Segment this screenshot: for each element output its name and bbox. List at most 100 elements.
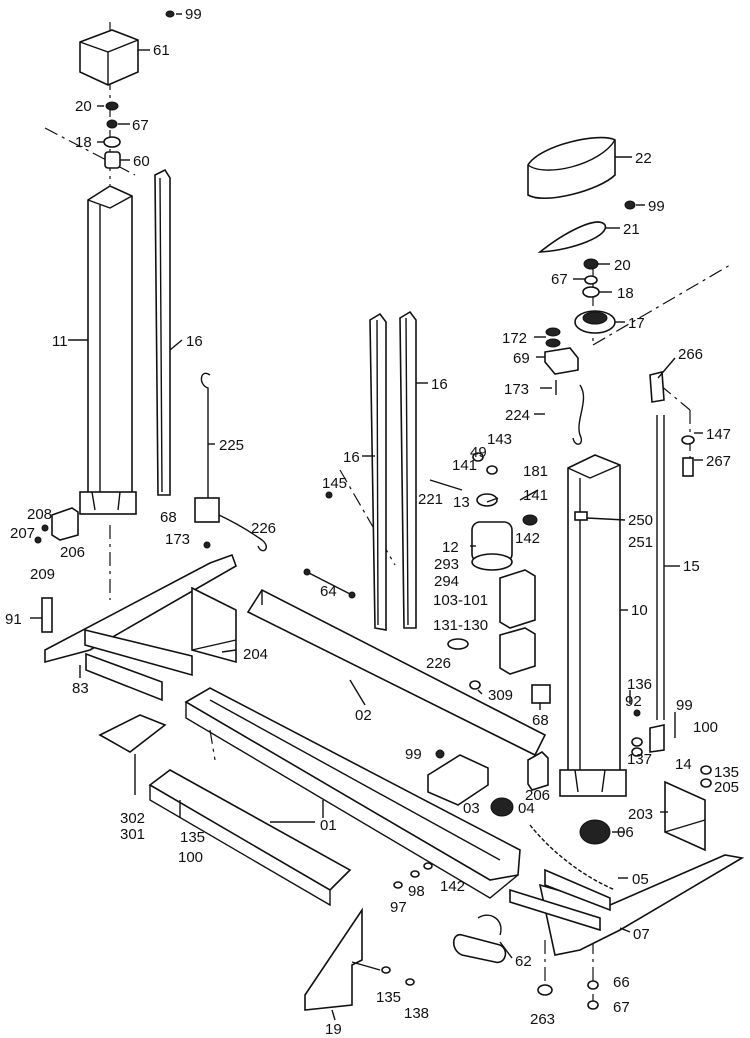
label-67: 67 <box>132 117 149 134</box>
part-10-column <box>559 454 627 797</box>
label-294: 294 <box>434 573 459 590</box>
label-01: 01 <box>320 817 337 834</box>
label-68: 68 <box>532 712 549 729</box>
part-06-sprocket <box>579 819 611 845</box>
label-309: 309 <box>488 687 513 704</box>
label-05: 05 <box>632 871 649 888</box>
parts-172-69-bracket <box>544 327 585 445</box>
label-21: 21 <box>623 221 640 238</box>
part-64-rod <box>303 568 356 599</box>
part-225-cable <box>194 372 267 552</box>
label-135: 135 <box>376 989 401 1006</box>
part-11-column <box>79 185 137 515</box>
part-83-arm <box>41 553 237 702</box>
label-301: 301 <box>120 826 145 843</box>
label-03: 03 <box>463 800 480 817</box>
parts-206-207-left-bracket <box>34 507 79 544</box>
label-204: 204 <box>243 646 268 663</box>
label-173: 173 <box>504 381 529 398</box>
part-62-chain-link <box>452 914 507 964</box>
label-226: 226 <box>251 520 276 537</box>
label-206: 206 <box>60 544 85 561</box>
label-267: 267 <box>706 453 731 470</box>
part-206-right-bracket <box>527 751 549 791</box>
label-266: 266 <box>678 346 703 363</box>
label-16: 16 <box>343 449 360 466</box>
label-263: 263 <box>530 1011 555 1028</box>
label-91: 91 <box>5 611 22 628</box>
label-10: 10 <box>631 602 648 619</box>
label-62: 62 <box>515 953 532 970</box>
label-203: 203 <box>628 806 653 823</box>
label-141: 141 <box>523 487 548 504</box>
label-173: 173 <box>165 531 190 548</box>
part-61-cap <box>79 29 139 86</box>
label-22: 22 <box>635 150 652 167</box>
label-206: 206 <box>525 787 550 804</box>
label-04: 04 <box>518 800 535 817</box>
part-135-channel <box>148 769 352 907</box>
part-04-gear <box>490 797 514 817</box>
part-01-base-frame <box>184 687 521 899</box>
label-181: 181 <box>523 463 548 480</box>
label-17: 17 <box>628 315 645 332</box>
label-100: 100 <box>693 719 718 736</box>
label-99: 99 <box>185 6 202 23</box>
label-13: 13 <box>453 494 470 511</box>
label-66: 66 <box>613 974 630 991</box>
label-67: 67 <box>551 271 568 288</box>
label-64: 64 <box>320 583 337 600</box>
label-302: 302 <box>120 810 145 827</box>
label-67: 67 <box>613 999 630 1016</box>
label-83: 83 <box>72 680 89 697</box>
part-05-chain <box>529 824 616 891</box>
washers-small-left <box>103 10 175 169</box>
label-131-130: 131-130 <box>433 617 488 634</box>
label-11: 11 <box>52 333 68 350</box>
part-15-strap <box>649 370 695 753</box>
part-labels: 99 61 20 67 18 60 22 99 21 20 67 18 17 1… <box>5 6 739 1038</box>
part-204-plate <box>191 586 237 664</box>
part-07-arm <box>509 854 745 956</box>
label-49: 49 <box>470 444 487 461</box>
label-99: 99 <box>676 697 693 714</box>
label-61: 61 <box>153 42 170 59</box>
label-18: 18 <box>75 134 92 151</box>
leader-lines <box>30 13 703 1021</box>
label-98: 98 <box>408 883 425 900</box>
label-16: 16 <box>186 333 203 350</box>
label-19: 19 <box>325 1021 342 1038</box>
part-16-channel-left <box>154 168 171 496</box>
label-16: 16 <box>431 376 448 393</box>
label-07: 07 <box>633 926 650 943</box>
label-147: 147 <box>706 426 731 443</box>
part-12-motor <box>429 452 538 571</box>
label-137: 137 <box>627 751 652 768</box>
label-69: 69 <box>513 350 530 367</box>
label-251: 251 <box>628 534 653 551</box>
part-16-channels-middle <box>369 310 417 631</box>
label-205: 205 <box>714 779 739 796</box>
label-172: 172 <box>502 330 527 347</box>
label-143: 143 <box>487 431 512 448</box>
label-99: 99 <box>648 198 665 215</box>
part-19-plate <box>304 907 363 1011</box>
label-68: 68 <box>160 509 177 526</box>
part-22-cover <box>527 136 636 210</box>
label-103-101: 103-101 <box>433 592 488 609</box>
label-207: 207 <box>10 525 35 542</box>
part-17-pulley <box>574 258 616 334</box>
label-15: 15 <box>683 558 700 575</box>
label-97: 97 <box>390 899 407 916</box>
label-138: 138 <box>404 1005 429 1022</box>
label-18: 18 <box>617 285 634 302</box>
label-92: 92 <box>625 693 642 710</box>
label-221: 221 <box>418 491 443 508</box>
label-20: 20 <box>614 257 631 274</box>
label-100: 100 <box>178 849 203 866</box>
label-145: 145 <box>322 475 347 492</box>
parts-103-131-boxes <box>499 569 551 704</box>
label-209: 209 <box>30 566 55 583</box>
label-293: 293 <box>434 556 459 573</box>
